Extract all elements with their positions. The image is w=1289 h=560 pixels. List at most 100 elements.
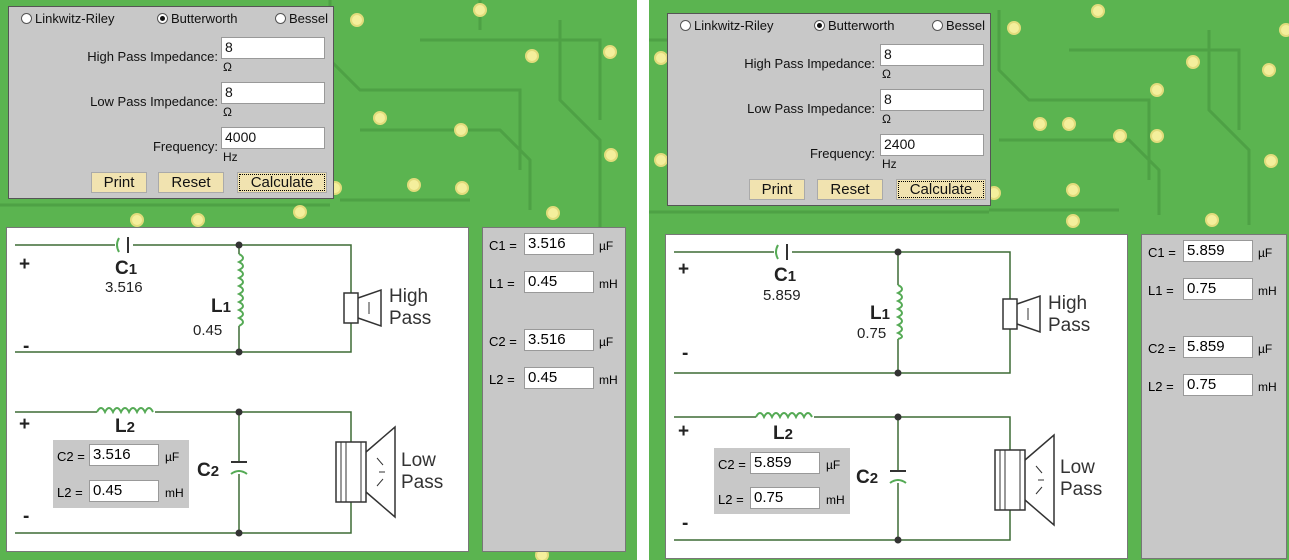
reset-button[interactable]: Reset xyxy=(817,179,883,200)
low-pass-impedance-label: Low Pass Impedance: xyxy=(747,101,875,116)
l1-name: L1 xyxy=(211,296,231,317)
c1-result-label: C1 = xyxy=(489,238,517,253)
radio-label: Bessel xyxy=(946,18,986,33)
c2-result-value: 5.859 xyxy=(1183,336,1253,358)
l1-result-unit: mH xyxy=(599,277,618,291)
calculate-button[interactable]: Calculate xyxy=(237,172,327,193)
print-button[interactable]: Print xyxy=(91,172,147,193)
l2-name: L2 xyxy=(773,423,793,444)
frequency-label: Frequency: xyxy=(809,146,875,161)
frequency-input[interactable]: 4000 xyxy=(221,127,325,149)
reset-button[interactable]: Reset xyxy=(158,172,224,193)
c1-result-unit: µF xyxy=(599,239,614,253)
high-pass-minus-label: - xyxy=(23,336,30,357)
inductor-l1-symbol xyxy=(895,284,903,340)
c1-result-label: C1 = xyxy=(1148,245,1176,260)
c1-result-value: 3.516 xyxy=(524,233,594,255)
c1-name: C1 xyxy=(115,258,138,279)
inline-c2-unit: µF xyxy=(165,450,180,464)
inline-c2-value: 5.859 xyxy=(750,452,820,474)
inductor-l1-symbol xyxy=(236,253,244,327)
radio-button-selected-icon xyxy=(157,13,168,24)
radio-label: Butterworth xyxy=(171,11,238,26)
radio-button-icon xyxy=(680,20,691,31)
radio-button-selected-icon xyxy=(814,20,825,31)
capacitor-c2-symbol xyxy=(889,470,907,484)
high-pass-impedance-input[interactable]: 8 xyxy=(880,44,984,66)
inline-c2-label: C2 = xyxy=(718,457,746,472)
results-panel: C1 = 5.859 µF L1 = 0.75 mH C2 = 5.859 µF… xyxy=(1141,234,1287,559)
print-button[interactable]: Print xyxy=(749,179,805,200)
inline-l2-unit: mH xyxy=(826,493,845,507)
l1-result-value: 0.45 xyxy=(524,271,594,293)
l1-value: 0.75 xyxy=(857,325,887,342)
low-pass-minus-label: - xyxy=(23,506,30,527)
radio-bessel[interactable]: Bessel xyxy=(932,18,985,33)
inline-c2-label: C2 = xyxy=(57,449,85,464)
inline-low-pass-values: C2 = 3.516 µF L2 = 0.45 mH xyxy=(53,440,189,508)
low-pass-plus-label: + xyxy=(678,421,690,442)
c1-name: C1 xyxy=(774,265,797,286)
calculate-button[interactable]: Calculate xyxy=(896,179,986,200)
high-pass-impedance-input[interactable]: 8 xyxy=(221,37,325,59)
ohm-unit: Ω xyxy=(882,67,891,81)
radio-bessel[interactable]: Bessel xyxy=(275,11,328,26)
high-pass-speaker-symbol xyxy=(1002,294,1041,334)
low-pass-minus-label: - xyxy=(682,513,689,534)
hertz-unit: Hz xyxy=(882,157,897,171)
radio-linkwitz-riley[interactable]: Linkwitz-Riley xyxy=(21,11,114,26)
low-pass-impedance-input[interactable]: 8 xyxy=(880,89,984,111)
low-pass-impedance-input[interactable]: 8 xyxy=(221,82,325,104)
c2-name: C2 xyxy=(856,467,879,488)
low-pass-speaker-symbol xyxy=(335,425,396,519)
radio-button-icon xyxy=(21,13,32,24)
capacitor-c1-symbol xyxy=(116,237,129,253)
radio-label: Linkwitz-Riley xyxy=(694,18,774,33)
radio-label: Bessel xyxy=(289,11,329,26)
radio-linkwitz-riley[interactable]: Linkwitz-Riley xyxy=(680,18,773,33)
inline-c2-unit: µF xyxy=(826,458,841,472)
high-pass-speaker-symbol xyxy=(343,288,382,328)
c2-result-label: C2 = xyxy=(489,334,517,349)
high-pass-plus-label: + xyxy=(19,254,31,275)
panel-divider xyxy=(637,0,649,560)
radio-butterworth[interactable]: Butterworth xyxy=(157,11,237,26)
c1-result-unit: µF xyxy=(1258,246,1273,260)
inline-l2-label: L2 = xyxy=(57,485,83,500)
circuit-schematic xyxy=(674,244,1055,544)
results-panel: C1 = 3.516 µF L1 = 0.45 mH C2 = 3.516 µF… xyxy=(482,227,626,552)
l1-result-value: 0.75 xyxy=(1183,278,1253,300)
radio-label: Linkwitz-Riley xyxy=(35,11,115,26)
low-pass-speaker-symbol xyxy=(994,433,1055,527)
radio-button-icon xyxy=(932,20,943,31)
l2-result-value: 0.45 xyxy=(524,367,594,389)
ohm-unit: Ω xyxy=(882,112,891,126)
inductor-l2-symbol xyxy=(755,412,813,420)
frequency-label: Frequency: xyxy=(152,139,218,154)
frequency-input[interactable]: 2400 xyxy=(880,134,984,156)
radio-button-icon xyxy=(275,13,286,24)
l1-result-label: L1 = xyxy=(489,276,515,291)
c2-result-unit: µF xyxy=(1258,342,1273,356)
inline-l2-unit: mH xyxy=(165,486,184,500)
filter-settings-form: Linkwitz-Riley Butterworth Bessel High P… xyxy=(667,13,991,206)
l2-result-unit: mH xyxy=(1258,380,1277,394)
inline-l2-value: 0.75 xyxy=(750,487,820,509)
inline-c2-value: 3.516 xyxy=(89,444,159,466)
l2-result-unit: mH xyxy=(599,373,618,387)
capacitor-c1-symbol xyxy=(775,244,788,260)
low-pass-impedance-label: Low Pass Impedance: xyxy=(90,94,218,109)
pcb-background xyxy=(649,4,1289,228)
l2-result-label: L2 = xyxy=(489,372,515,387)
inline-l2-value: 0.45 xyxy=(89,480,159,502)
c2-result-value: 3.516 xyxy=(524,329,594,351)
high-pass-impedance-label: High Pass Impedance: xyxy=(87,49,218,64)
radio-butterworth[interactable]: Butterworth xyxy=(814,18,894,33)
capacitor-c2-symbol xyxy=(230,461,248,475)
crossover-panel-right: Linkwitz-Riley Butterworth Bessel High P… xyxy=(649,0,1289,560)
